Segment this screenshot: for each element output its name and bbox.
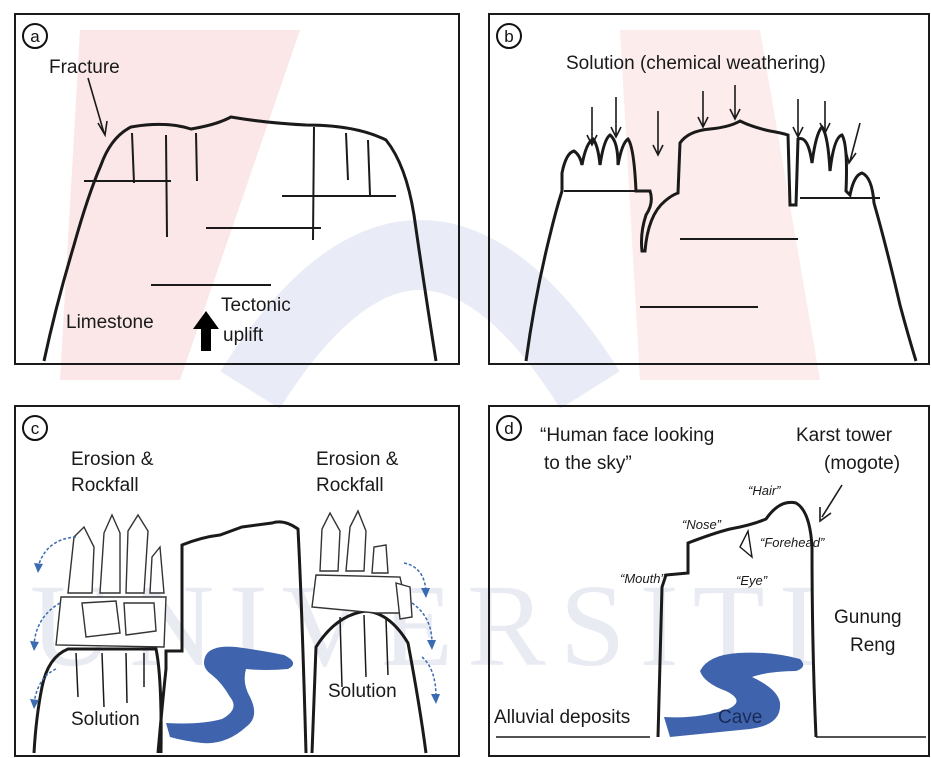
right-tower-fractures <box>340 615 388 687</box>
uplift-label: uplift <box>223 325 263 348</box>
reng-label: Reng <box>850 635 895 658</box>
fracture-lines <box>84 127 396 285</box>
panel-c-badge: c <box>22 415 48 441</box>
gunung-label: Gunung <box>834 607 902 630</box>
solution-weathering-label: Solution (chemical weathering) <box>566 53 826 76</box>
karst-tower-label-2: (mogote) <box>824 453 900 476</box>
fracture-pointer-arrow <box>88 78 104 133</box>
nose-label: “Nose” <box>682 517 721 533</box>
mouth-label: “Mouth” <box>620 571 665 587</box>
panel-b: b Solution (chemical weathering) <box>488 13 930 365</box>
uplift-arrow-icon <box>193 311 219 351</box>
cave-label: Cave <box>718 707 762 730</box>
panel-d: d “Human face looking to the sky” Karst … <box>488 405 930 757</box>
panel-a: a Fracture Limestone Tectonic uplift <box>14 13 460 365</box>
alluvial-deposits-label: Alluvial deposits <box>494 707 630 730</box>
solution-right-label: Solution <box>328 681 397 704</box>
panel-b-badge: b <box>496 23 522 49</box>
forehead-label: “Forehead” <box>760 535 824 551</box>
erosion-right-label-1: Erosion & <box>316 449 398 472</box>
erosion-right-label-2: Rockfall <box>316 475 384 498</box>
erosion-left-label-2: Rockfall <box>71 475 139 498</box>
cave-shape <box>166 647 293 744</box>
tectonic-label: Tectonic <box>221 295 291 318</box>
left-tower-fractures <box>76 653 144 707</box>
eye-shape <box>740 531 752 557</box>
limestone-label: Limestone <box>66 312 154 335</box>
eye-label: “Eye” <box>736 573 767 589</box>
panel-c: c Erosion & Rockfall Erosion & Rockfall … <box>14 405 460 757</box>
erosion-left-label-1: Erosion & <box>71 449 153 472</box>
panel-d-badge: d <box>496 415 522 441</box>
human-face-label-1: “Human face looking <box>540 425 714 448</box>
karst-tower-label-1: Karst tower <box>796 425 892 448</box>
panel-a-badge: a <box>22 23 48 49</box>
human-face-label-2: to the sky” <box>544 453 632 476</box>
left-tower-outline <box>34 649 161 753</box>
karst-tower-pointer-arrowhead <box>820 507 831 521</box>
karst-tower-pointer-arrow <box>822 485 842 517</box>
weathered-block-outline <box>526 121 916 361</box>
bedding-lines <box>564 191 880 307</box>
solution-arrows <box>587 85 860 163</box>
hair-label: “Hair” <box>748 483 781 499</box>
right-rockfall-blocks <box>312 511 412 619</box>
left-rockfall-blocks <box>56 515 166 647</box>
fracture-label: Fracture <box>49 57 120 80</box>
solution-left-label: Solution <box>71 709 140 732</box>
